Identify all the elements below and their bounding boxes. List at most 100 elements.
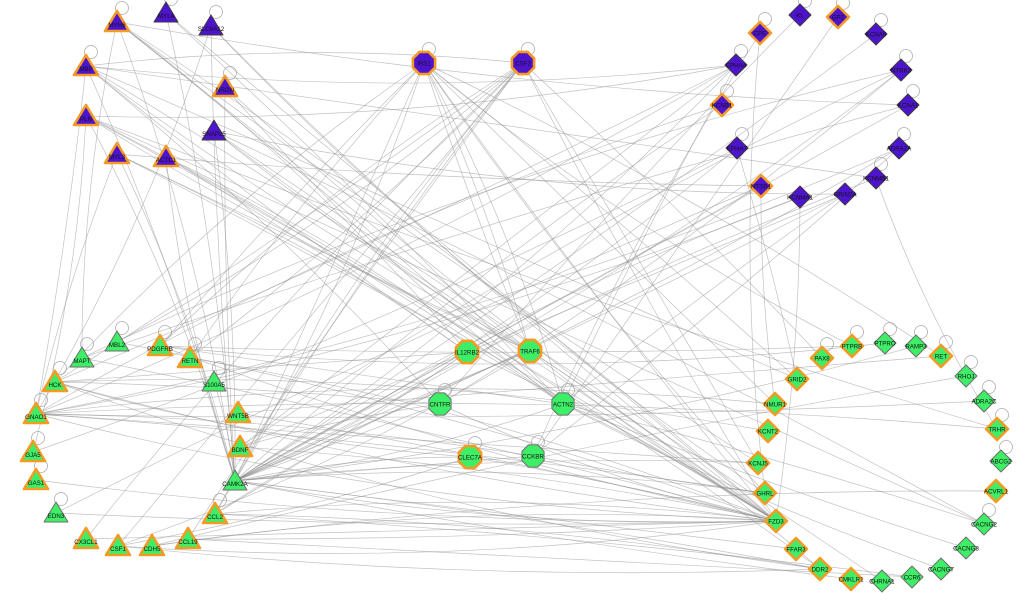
node-FZD3[interactable]: FZD3 <box>763 508 789 534</box>
triangle-shape <box>174 526 202 550</box>
node-CACNG7[interactable]: CACNG7 <box>928 557 954 581</box>
node-PDGFRB[interactable]: PDGFRB <box>146 333 174 357</box>
node-CHRNA1[interactable]: CHRNA1 <box>869 569 895 593</box>
node-CSF2[interactable]: CSF2 <box>510 50 536 76</box>
self-loop <box>34 393 48 407</box>
edge <box>423 62 798 380</box>
node-CACNG2[interactable]: CACNG2 <box>971 512 997 536</box>
self-loop <box>188 337 202 351</box>
diamond-shape <box>928 343 954 369</box>
edge <box>213 130 883 582</box>
triangle-shape <box>198 14 224 36</box>
node-CCR6[interactable]: CCR6 <box>900 565 924 589</box>
edge <box>214 350 531 515</box>
edge <box>81 69 902 359</box>
edge <box>35 196 801 415</box>
triangle-shape <box>104 533 132 557</box>
edge <box>239 446 777 522</box>
node-ACTN2[interactable]: ACTN2 <box>551 392 575 416</box>
diamond-shape <box>954 364 978 388</box>
edge <box>81 104 909 359</box>
diamond-shape <box>833 182 857 206</box>
edge <box>423 62 531 352</box>
edge <box>439 14 801 405</box>
edge <box>85 62 524 540</box>
edge <box>213 130 531 352</box>
edge <box>85 65 777 522</box>
edge <box>234 480 852 580</box>
diamond-shape <box>783 536 809 562</box>
edge <box>234 193 846 482</box>
node-PLN[interactable]: PLN <box>72 103 100 127</box>
diamond-shape <box>904 334 928 358</box>
edge <box>85 65 877 179</box>
node-RAMP3[interactable]: RAMP3 <box>904 334 928 358</box>
self-loop <box>914 325 928 339</box>
edge <box>35 153 118 415</box>
edge <box>234 147 738 482</box>
self-loop <box>80 337 94 351</box>
diamond-shape <box>839 333 865 359</box>
node-KCNT2[interactable]: KCNT2 <box>755 418 781 444</box>
node-CCKBR[interactable]: CCKBR <box>521 444 545 468</box>
edge <box>151 513 777 547</box>
node-KCNMB1[interactable]: KCNMB1 <box>863 166 889 190</box>
node-KCNJ5[interactable]: KCNJ5 <box>745 450 771 476</box>
node-SLC6A12[interactable]: SLC6A12 <box>198 14 225 36</box>
edge <box>522 62 759 464</box>
diamond-shape <box>929 557 953 581</box>
edge <box>117 520 777 554</box>
edge <box>116 62 524 343</box>
node-MYL3[interactable]: MYL3 <box>103 141 131 165</box>
node-CLEC7A[interactable]: CLEC7A <box>457 444 483 470</box>
edge <box>116 341 777 522</box>
triangle-shape <box>22 401 50 425</box>
self-loop <box>84 45 98 59</box>
self-loop <box>158 325 172 339</box>
edge <box>234 403 564 482</box>
triangle-shape <box>72 53 100 77</box>
triangle-shape <box>176 345 204 369</box>
node-CNTFR[interactable]: CNTFR <box>428 392 452 416</box>
diamond-shape <box>763 508 789 534</box>
triangle-shape <box>152 144 180 168</box>
self-loop <box>212 361 226 375</box>
self-loop <box>115 1 129 15</box>
edge <box>213 130 777 522</box>
triangle-shape <box>222 469 248 491</box>
node-GHRL[interactable]: GHRL <box>752 480 778 506</box>
node-DDR2[interactable]: DDR2 <box>807 556 833 582</box>
triangle-shape <box>224 400 252 424</box>
node-ACVRL1[interactable]: ACVRL1 <box>983 478 1009 504</box>
edge <box>85 65 798 380</box>
triangle-shape <box>201 370 227 392</box>
edge <box>423 62 564 405</box>
node-IRS1[interactable]: IRS1 <box>411 50 437 76</box>
edge <box>117 350 531 547</box>
edge <box>116 153 236 482</box>
node-IL12RB2[interactable]: IL12RB2 <box>454 339 480 365</box>
edge <box>159 345 564 405</box>
node-SNAP25[interactable]: SNAP25 <box>201 119 227 141</box>
diamond-shape <box>954 536 978 560</box>
edge <box>85 52 524 67</box>
node-CX3CL1[interactable]: CX3CL1 <box>72 526 100 550</box>
edge <box>234 64 737 482</box>
self-loop <box>31 431 45 445</box>
edge <box>187 538 913 578</box>
node-CACNG3[interactable]: CACNG3 <box>953 536 979 560</box>
octagon-shape <box>411 50 437 76</box>
edge <box>54 381 441 405</box>
diamond-shape <box>724 53 748 77</box>
triangle-shape <box>69 346 95 368</box>
node-CMKLR1[interactable]: CMKLR1 <box>838 566 864 592</box>
triangle-shape <box>201 501 229 525</box>
node-TRAF6[interactable]: TRAF6 <box>517 338 543 364</box>
edge <box>529 350 821 570</box>
edge <box>85 65 531 352</box>
triangle-shape <box>153 1 179 23</box>
node-GRID2[interactable]: GRID2 <box>784 366 810 392</box>
